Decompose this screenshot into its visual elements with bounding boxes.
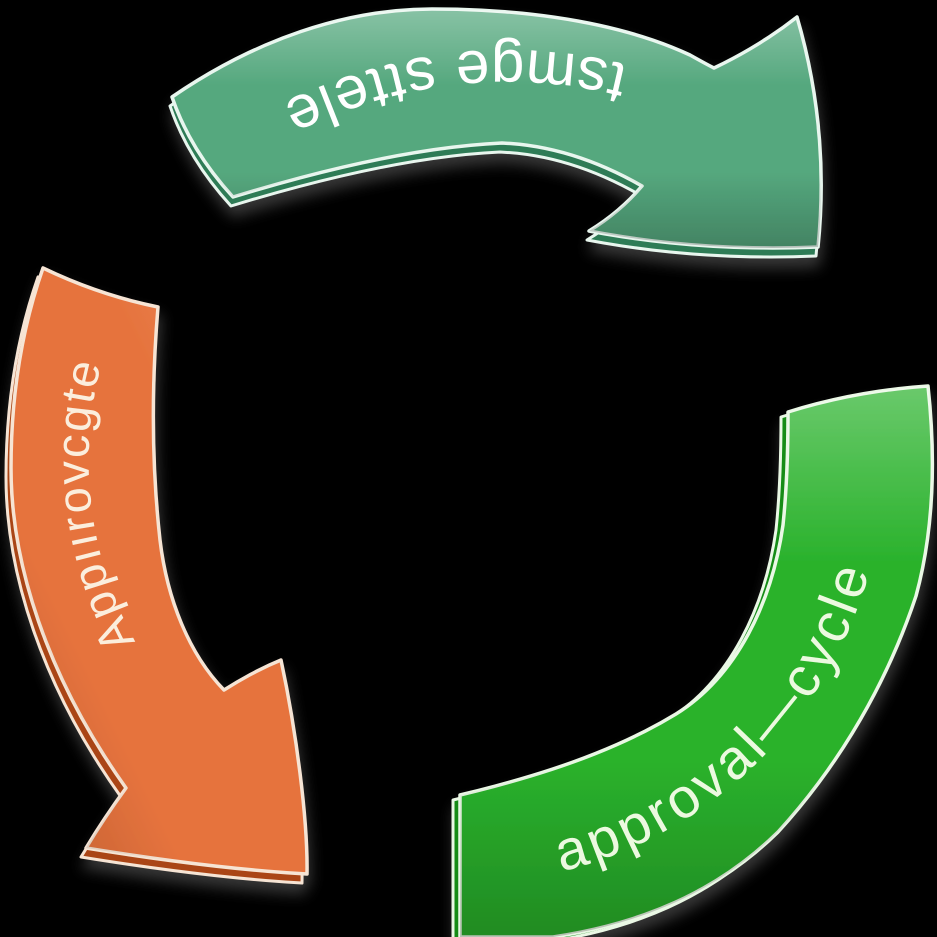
cycle-arrow-right: approval—cycle — [451, 384, 935, 937]
left-arrow-shape — [9, 266, 309, 876]
right-arrow-shape — [458, 384, 935, 937]
cycle-arrow-left: Appıırovcgte — [4, 266, 309, 885]
cycle-arrow-top: tsmge sttele — [168, 7, 823, 259]
